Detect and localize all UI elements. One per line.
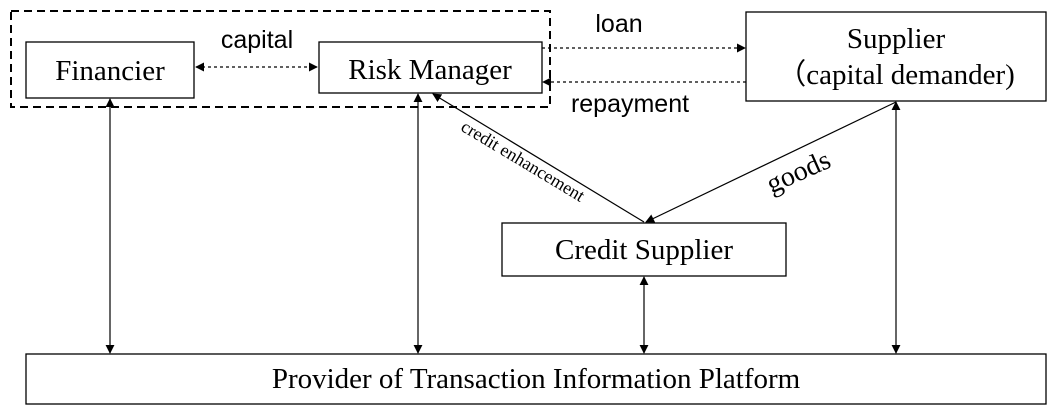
supplier-box [745,11,1047,102]
credit-supplier-box [501,222,787,277]
risk-manager-label: Risk Manager [348,54,512,86]
repayment-label: repayment [571,90,689,118]
loan-label: loan [595,10,642,38]
credit-enhancement-label: credit enhancement [458,116,589,205]
capital-label: capital [221,26,293,54]
credit-enhancement-arrow [432,93,645,223]
financing-group-boundary [10,10,551,108]
platform-label: Provider of Transaction Information Plat… [272,363,801,395]
platform-box [25,353,1047,405]
goods-label: goods [762,144,836,200]
risk-manager-box [318,41,543,94]
goods-arrow [645,101,897,223]
financier-label: Financier [55,55,165,87]
financier-box [25,41,195,99]
supplier-label: Supplier [847,23,946,55]
supplier-role-label: （capital demander) [777,59,1015,91]
credit-supplier-label: Credit Supplier [555,234,733,266]
